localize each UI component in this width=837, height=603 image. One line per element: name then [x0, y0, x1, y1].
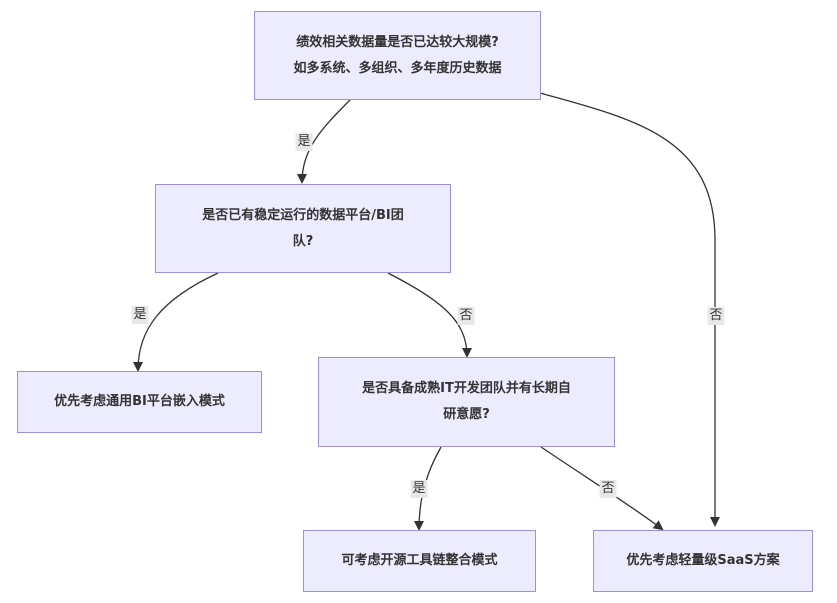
- node-bi-team-line2: 队?: [292, 233, 314, 249]
- node-saas: 优先考虑轻量级SaaS方案: [593, 530, 813, 592]
- node-bi-team: 是否已有稳定运行的数据平台/BI团 队?: [155, 184, 451, 273]
- node-data-scale: 绩效相关数据量是否已达较大规模? 如多系统、多组织、多年度历史数据: [254, 11, 541, 100]
- node-it-team-line1: 是否具备成熟IT开发团队并有长期自: [362, 381, 571, 396]
- edge-n2-n3: [133, 272, 219, 372]
- node-open-source: 可考虑开源工具链整合模式: [303, 530, 536, 592]
- node-bi-embed-line1: 优先考虑通用BI平台嵌入模式: [54, 394, 225, 409]
- node-open-source-line1: 可考虑开源工具链整合模式: [341, 553, 498, 568]
- edge-label-n1-n6: 否: [707, 307, 725, 325]
- node-bi-team-line1: 是否已有稳定运行的数据平台/BI团: [202, 207, 404, 223]
- node-saas-line1: 优先考虑轻量级SaaS方案: [626, 553, 780, 568]
- edge-n1-n6: [539, 92, 720, 527]
- edge-label-n4-n6: 否: [599, 480, 617, 498]
- node-data-scale-line1: 绩效相关数据量是否已达较大规模?: [296, 34, 499, 50]
- node-bi-embed: 优先考虑通用BI平台嵌入模式: [17, 371, 262, 433]
- edge-label-n4-n5: 是: [410, 480, 428, 498]
- edge-label-n1-n2: 是: [295, 133, 313, 151]
- edge-n2-n4: [387, 272, 472, 358]
- node-it-team-line2: 研意愿?: [443, 407, 490, 422]
- edge-label-n2-n3: 是: [131, 306, 149, 324]
- edge-n1-n2: [297, 99, 351, 184]
- edge-label-n2-n4: 否: [457, 307, 475, 325]
- node-data-scale-line2: 如多系统、多组织、多年度历史数据: [293, 60, 502, 76]
- node-it-team: 是否具备成熟IT开发团队并有长期自 研意愿?: [318, 357, 615, 447]
